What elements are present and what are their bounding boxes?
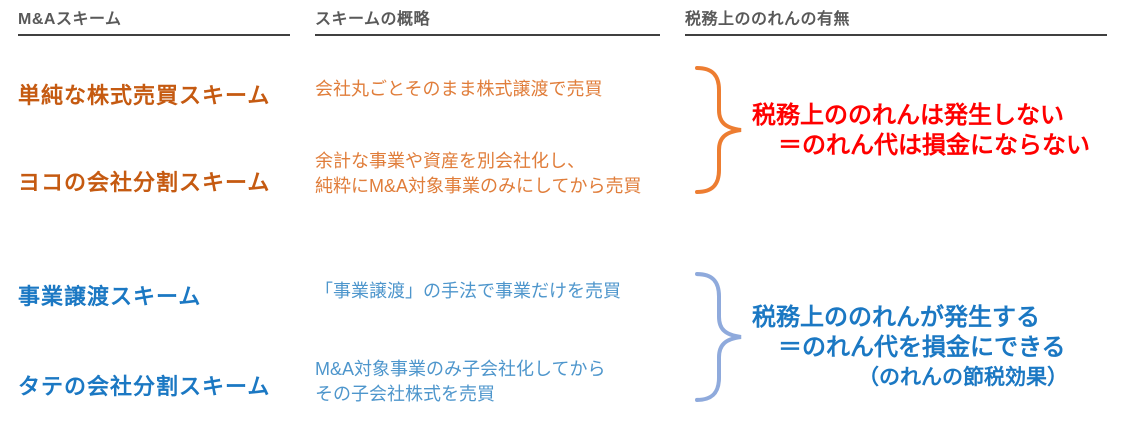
brace-has-goodwill-path	[695, 272, 742, 402]
annotation-no-goodwill: 税務上ののれんは発生しない ＝のれん代は損金にならない	[752, 101, 1090, 161]
column-header-tax-goodwill: 税務上ののれんの有無	[685, 8, 1107, 36]
annotation-no-goodwill-line1: 税務上ののれんは発生しない	[752, 102, 1064, 129]
annotation-has-goodwill-line1: 税務上ののれんが発生する	[752, 304, 1040, 331]
summary-line: 会社丸ごとそのまま株式譲渡で売買	[315, 79, 603, 99]
summary-simple-stock-sale: 会社丸ごとそのまま株式譲渡で売買	[315, 77, 602, 102]
column-header-scheme-summary: スキームの概略	[315, 8, 660, 36]
summary-line: 「事業譲渡」の手法で事業だけを売買	[315, 281, 621, 301]
scheme-yoko-company-split: ヨコの会社分割スキーム	[18, 170, 271, 195]
summary-line: 余計な事業や資産を別会社化し、	[315, 151, 585, 171]
summary-line: その子会社株式を売買	[315, 384, 495, 404]
summary-tate-company-split: M&A対象事業のみ子会社化してから その子会社株式を売買	[315, 357, 605, 407]
annotation-has-goodwill: 税務上ののれんが発生する ＝のれん代を損金にできる （のれんの節税効果）	[752, 303, 1068, 392]
annotation-has-goodwill-line3: （のれんの節税効果）	[858, 366, 1068, 389]
summary-yoko-company-split: 余計な事業や資産を別会社化し、 純粋にM&A対象事業のみにしてから売買	[315, 149, 641, 199]
scheme-tate-company-split: タテの会社分割スキーム	[18, 374, 271, 399]
summary-business-transfer: 「事業譲渡」の手法で事業だけを売買	[315, 279, 621, 304]
annotation-has-goodwill-line2: ＝のれん代を損金にできる	[778, 334, 1066, 361]
annotation-no-goodwill-line2: ＝のれん代は損金にならない	[778, 132, 1090, 159]
brace-no-goodwill-icon	[695, 66, 742, 194]
scheme-simple-stock-sale: 単純な株式売買スキーム	[18, 83, 271, 108]
scheme-business-transfer: 事業譲渡スキーム	[18, 284, 202, 309]
column-header-ma-scheme: M&Aスキーム	[18, 8, 290, 36]
summary-line: M&A対象事業のみ子会社化してから	[315, 359, 606, 379]
brace-has-goodwill-icon	[695, 272, 742, 402]
summary-line: 純粋にM&A対象事業のみにしてから売買	[315, 176, 642, 196]
brace-no-goodwill-path	[695, 66, 742, 194]
